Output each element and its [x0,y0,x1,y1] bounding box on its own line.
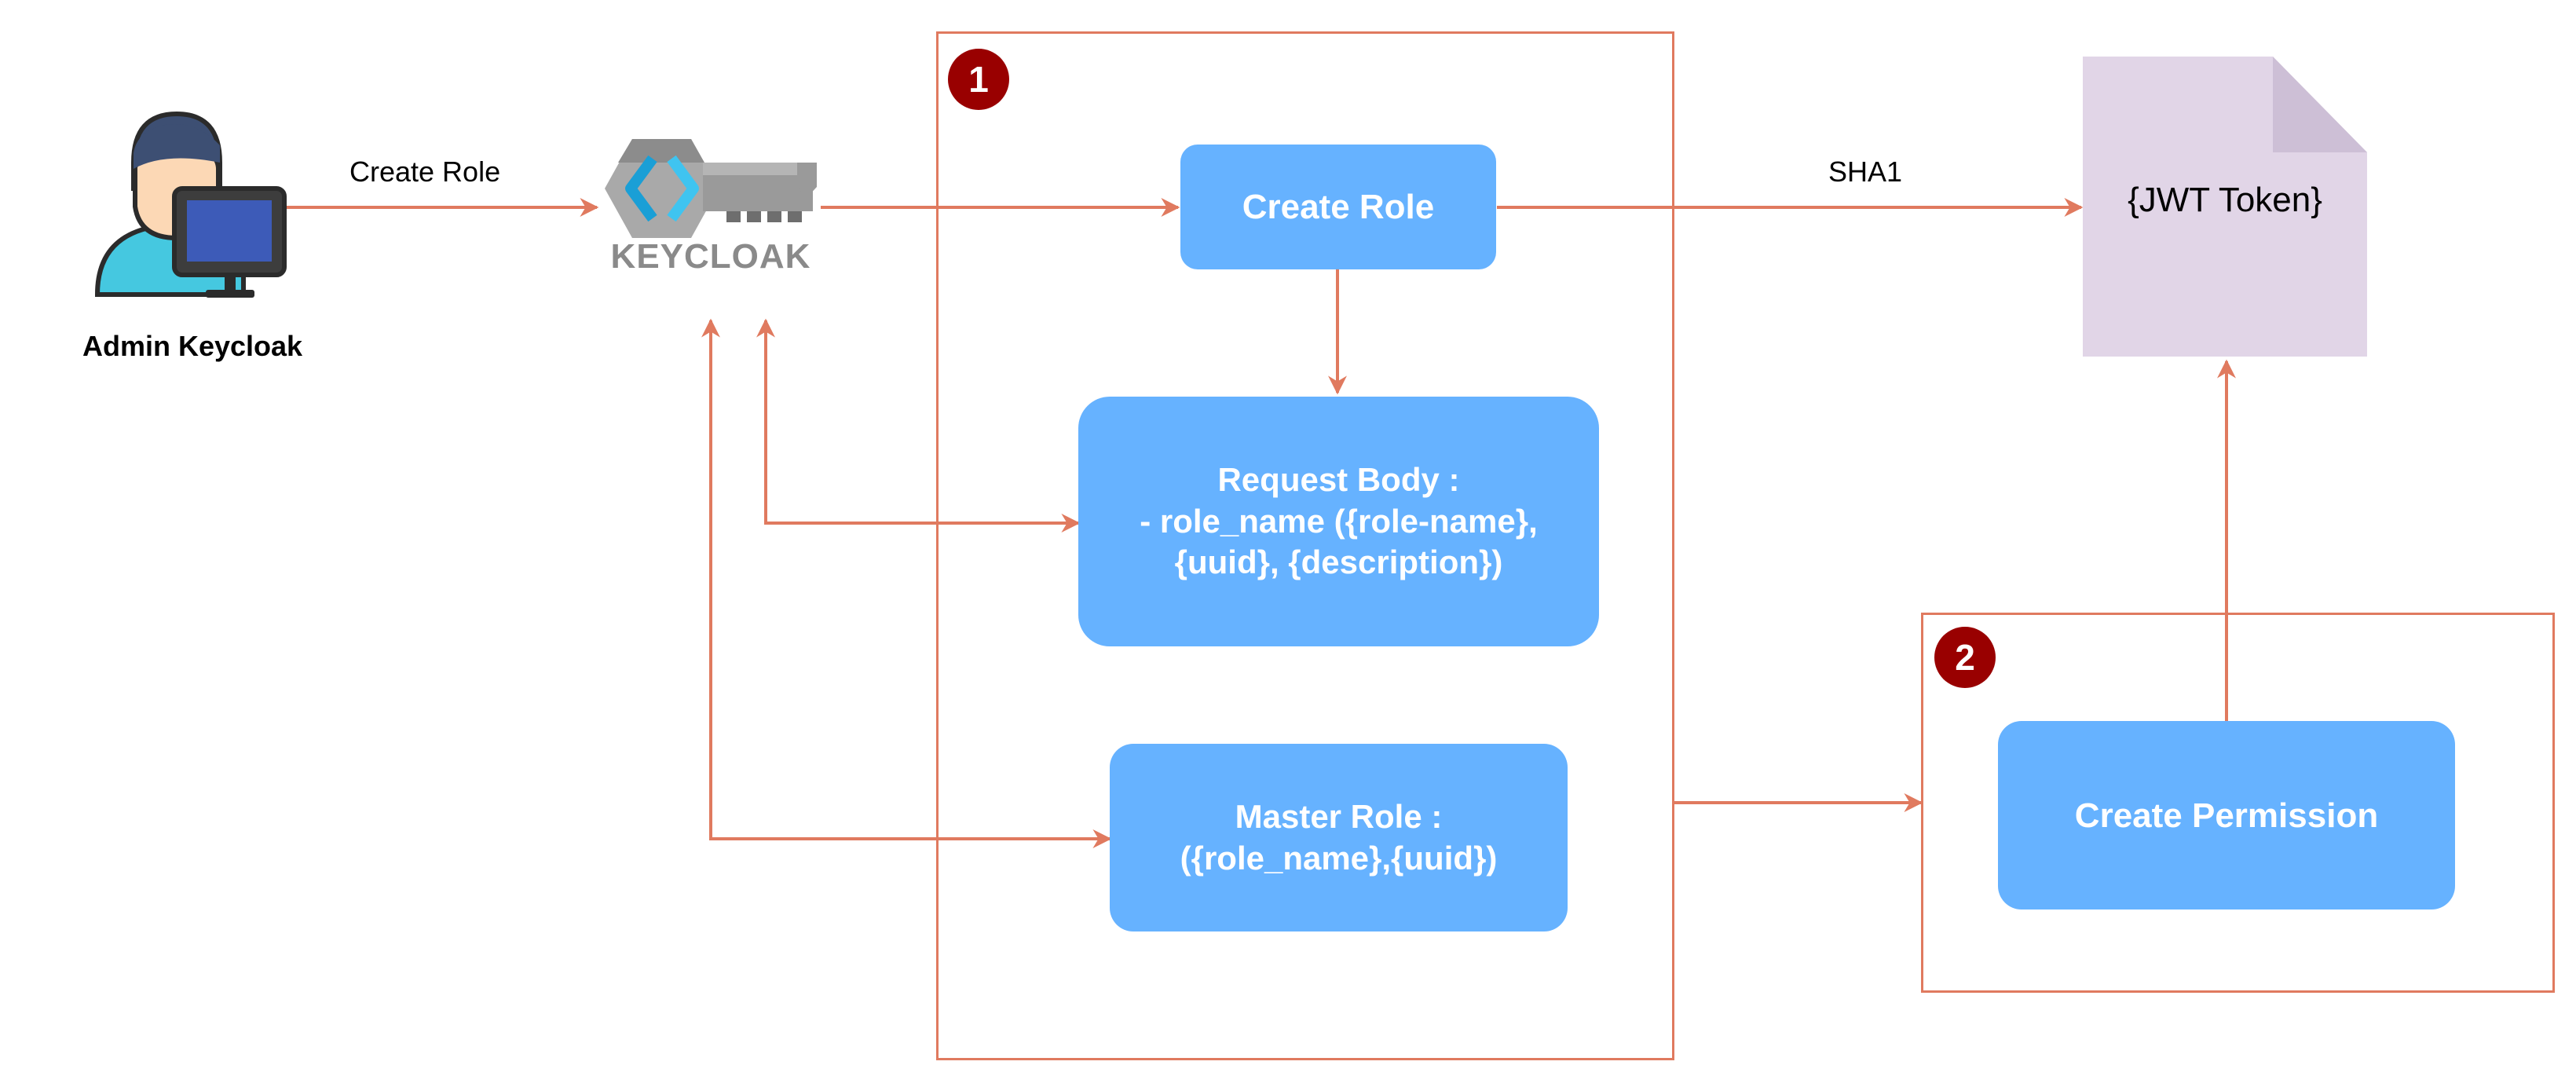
create-permission-text: Create Permission [2074,796,2379,835]
group-2-badge: 2 [1934,627,1996,688]
group-2-frame [1921,613,2555,993]
create-role-edge-label: Create Role [349,156,501,188]
sha1-edge-label: SHA1 [1828,156,1903,188]
master-role-box[interactable]: Master Role : ({role_name},{uuid}) [1110,744,1568,931]
group-1-frame [936,31,1674,1060]
admin-keycloak-label: Admin Keycloak [82,330,303,362]
arrow-keycloak-master-role [701,318,1112,848]
admin-user-computer-icon [94,111,287,298]
keycloak-wordmark: KEYCLOAK [610,237,811,276]
request-body-box[interactable]: Request Body : - role_name ({role-name},… [1078,397,1599,646]
jwt-token-label: {JWT Token} [2128,181,2322,219]
jwt-token-document-icon [2083,57,2367,357]
create-role-text: Create Role [1242,188,1435,226]
group-1-badge: 1 [948,49,1009,110]
keycloak-logo-icon [605,139,817,238]
master-role-text: Master Role : ({role_name},{uuid}) [1180,798,1498,877]
create-role-box[interactable]: Create Role [1180,145,1496,269]
request-body-text: Request Body : - role_name ({role-name},… [1140,461,1538,581]
create-permission-box[interactable]: Create Permission [1998,721,2455,909]
